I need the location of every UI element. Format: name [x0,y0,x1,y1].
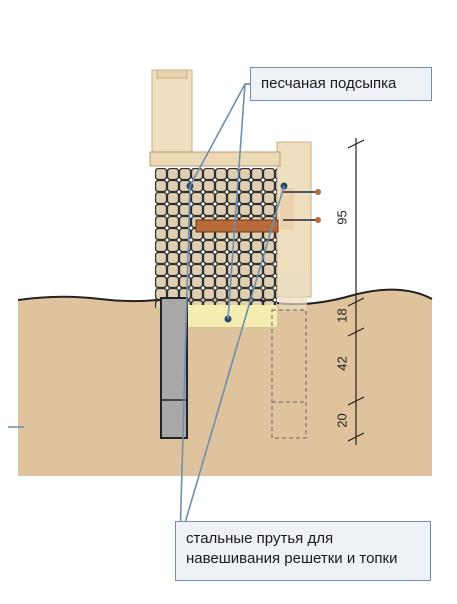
grate-shelf [195,219,279,233]
rods-label-line2: навешивания решетки и топки [186,550,398,567]
dimension-20: 20 [334,413,350,428]
dimension-18: 18 [334,308,350,323]
soil-section [18,289,432,476]
callout-sand-fill: песчаная подсыпка [250,67,432,101]
concrete-pile [160,297,188,439]
left-column [151,69,193,161]
underground-bricks [279,270,307,310]
sand-fill-layer [185,305,277,327]
callout-steel-rods: стальные прутья для навешивания решетки … [175,521,431,581]
dimension-line [347,138,365,445]
dashed-pile [271,309,307,439]
dimension-upper: 95 [334,210,350,225]
top-slab [149,151,281,167]
rods-label-line1: стальные прутья для [186,530,334,547]
dimension-42: 42 [334,356,350,371]
sand-fill-label: песчаная подсыпка [261,75,397,92]
stone-wall [155,168,277,308]
steel-rods [283,191,318,221]
